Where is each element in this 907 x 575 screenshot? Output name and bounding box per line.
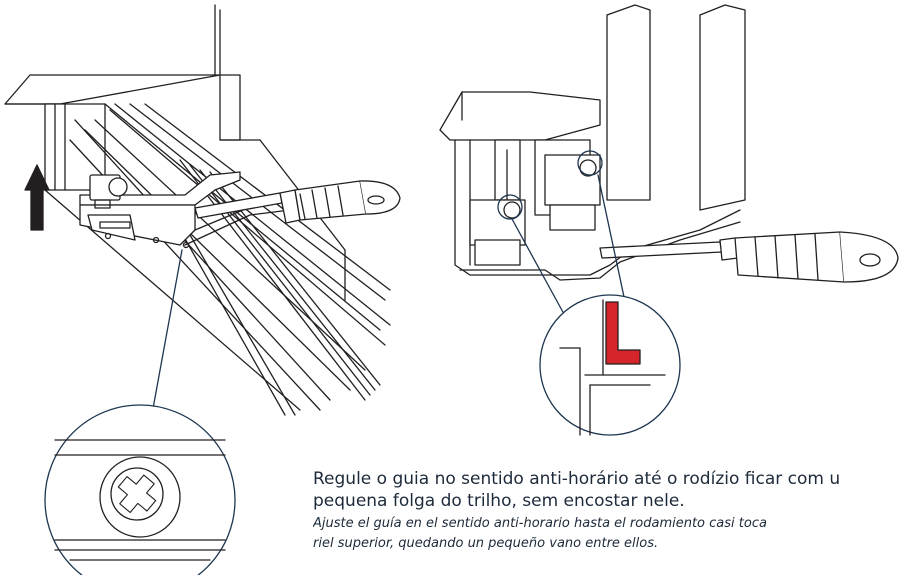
left-track-view [4,4,391,416]
screwdriver-icon [599,231,899,283]
instruction-es-line2: riel superior, quedando un pequeño vano … [313,536,659,551]
phillips-screw-icon [110,467,164,521]
clearance-marker-icon [605,301,641,365]
right-track-section [439,4,746,281]
right-clearance-callout [511,174,681,436]
instruction-es-line1: Ajuste el guía en el sentido anti-horari… [313,516,767,531]
instruction-caption: Regule o guia no sentido anti-horário at… [313,468,907,554]
instruction-pt-line1: Regule o guia no sentido anti-horário at… [313,469,841,489]
screwdriver-icon [194,180,401,224]
up-arrow-icon [24,164,50,231]
left-screw-callout [44,249,236,575]
instruction-pt-line2: pequena folga do trilho, sem encostar ne… [313,491,685,511]
